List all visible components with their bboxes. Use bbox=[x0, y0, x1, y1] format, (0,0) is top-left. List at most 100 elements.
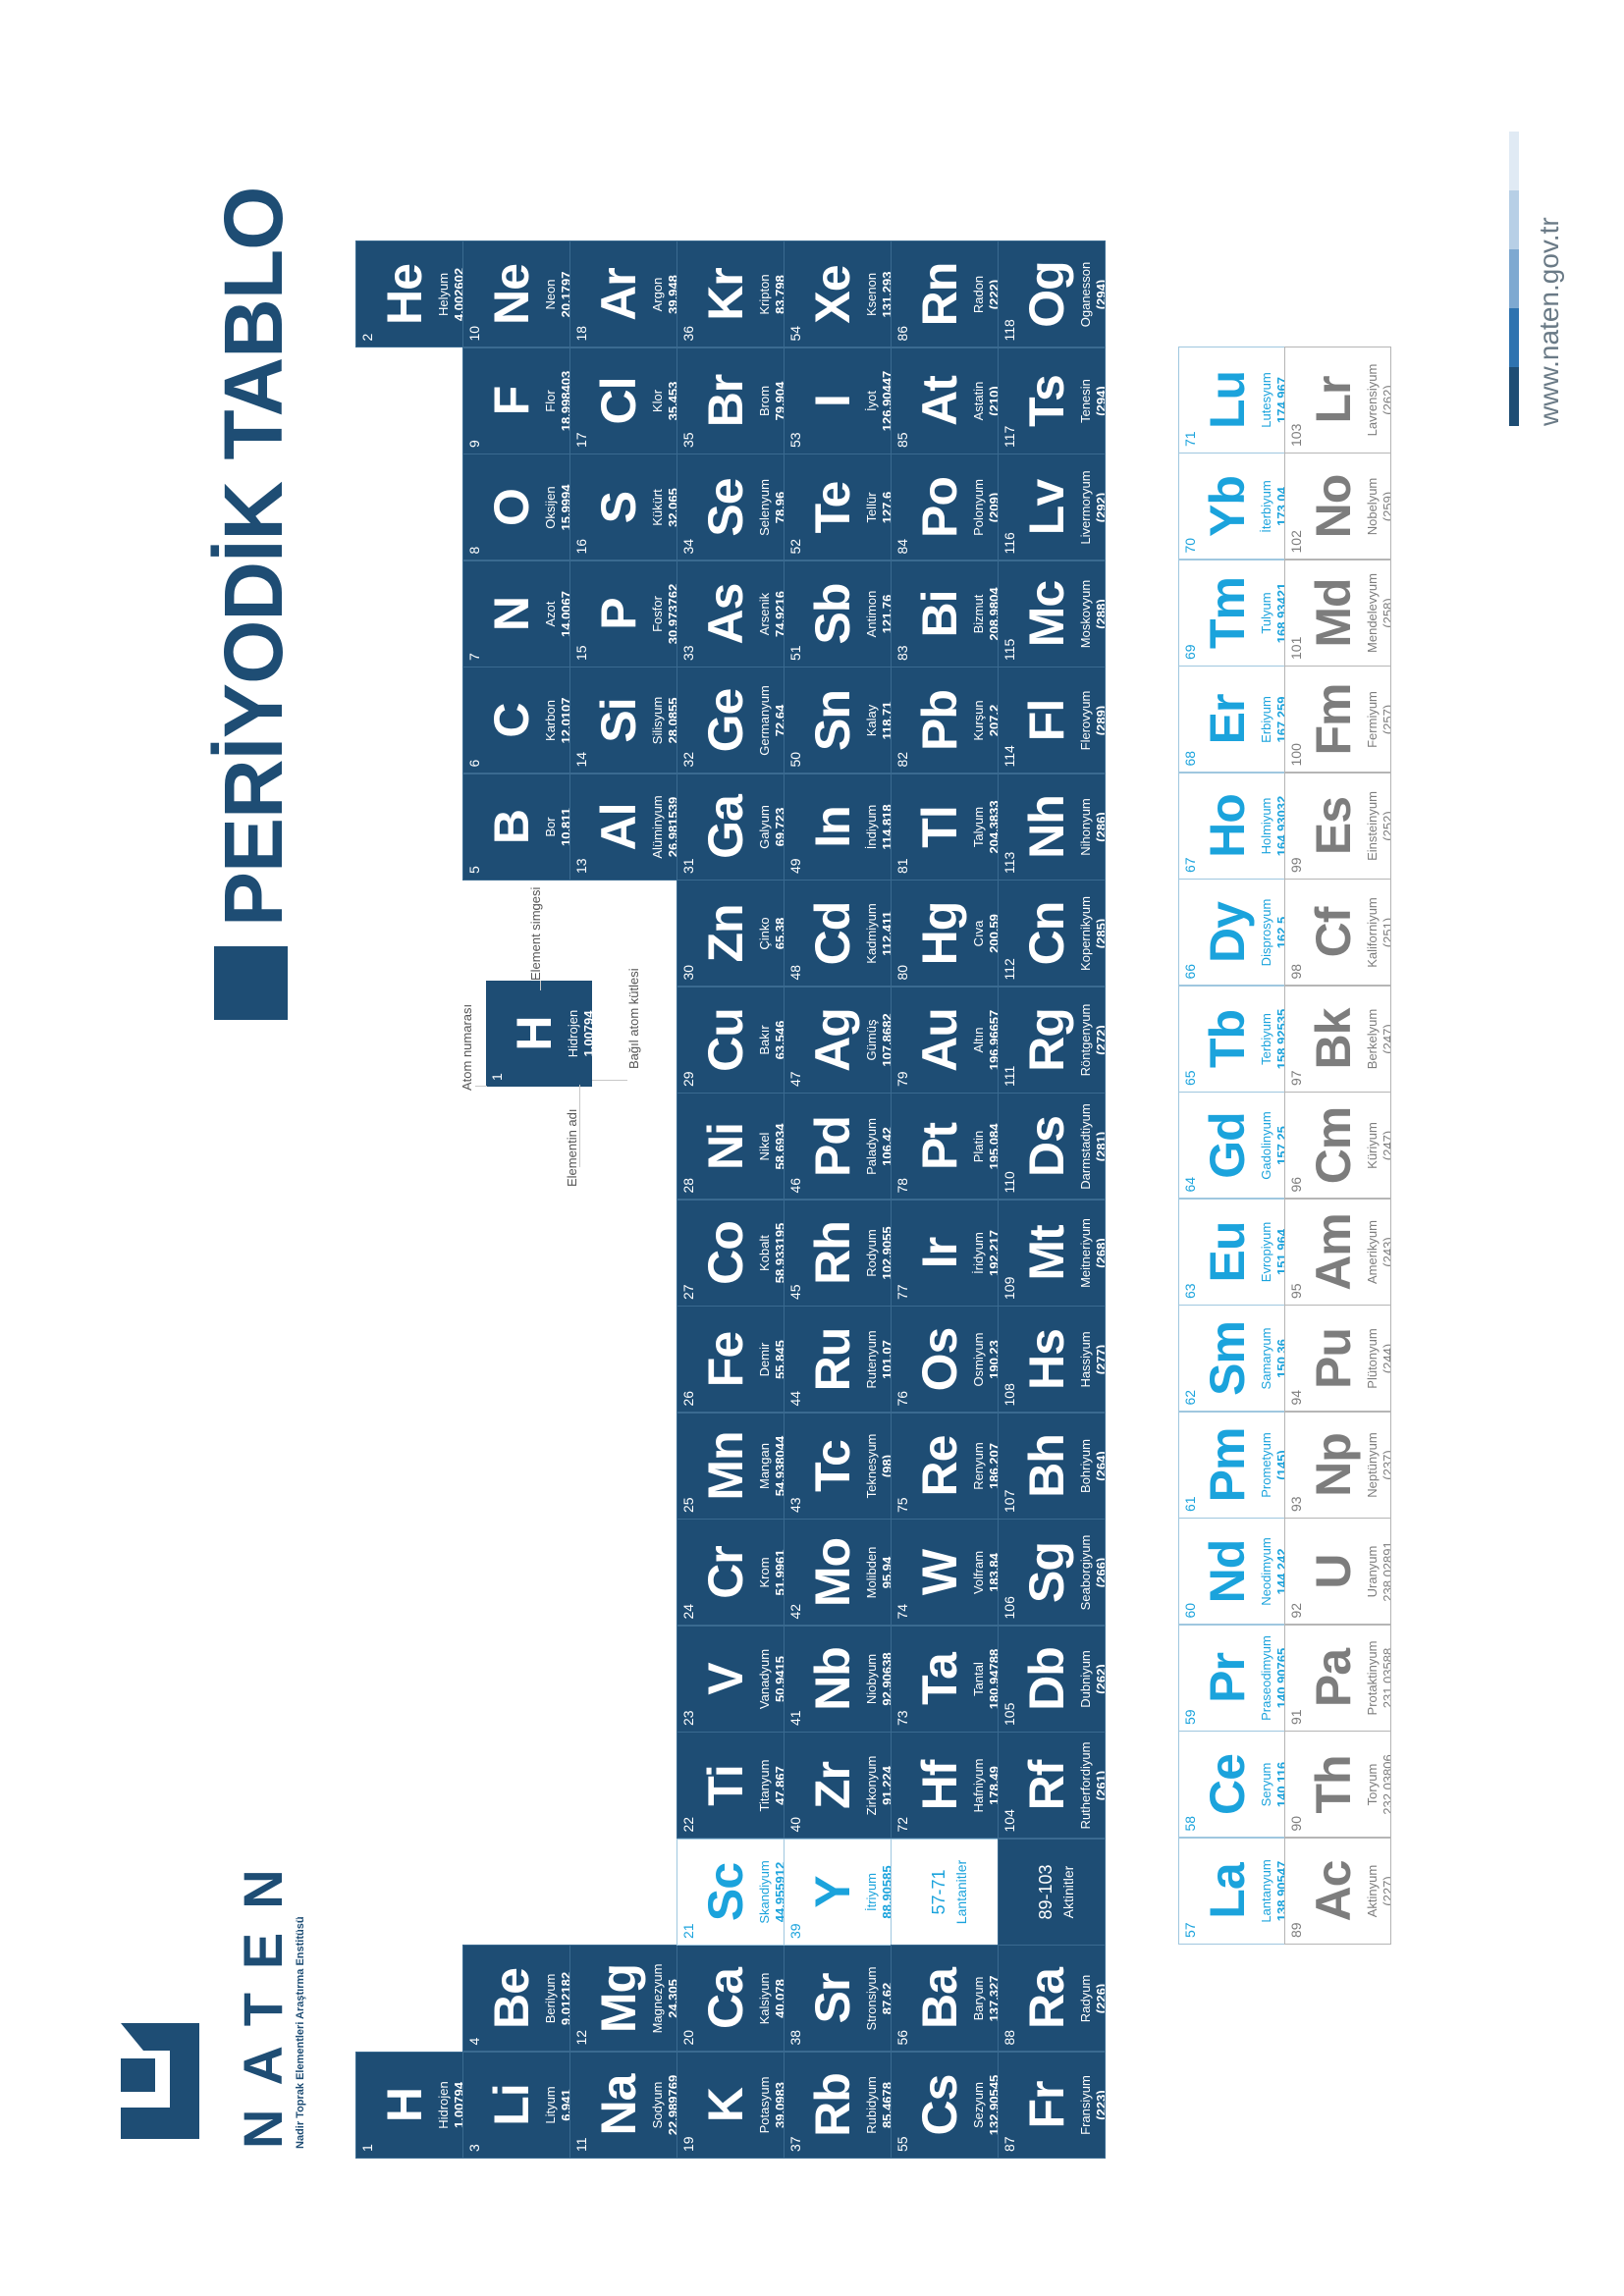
atomic-number: 42 bbox=[787, 1603, 803, 1620]
atomic-number: 118 bbox=[1001, 319, 1017, 342]
atomic-number: 59 bbox=[1182, 1709, 1198, 1725]
element-name: Platin bbox=[971, 1130, 986, 1163]
element-name: Krom bbox=[757, 1557, 772, 1588]
atomic-mass: (237) bbox=[1380, 1450, 1391, 1480]
atomic-mass: (244) bbox=[1380, 1343, 1391, 1374]
element-name: Talyum bbox=[971, 806, 986, 848]
element-name: Aktinyum bbox=[1365, 1864, 1380, 1918]
element-name: Alüminyum bbox=[650, 795, 665, 859]
element-name: Demir bbox=[757, 1342, 772, 1377]
atomic-mass: (294) bbox=[1094, 279, 1106, 310]
atomic-number: 19 bbox=[680, 2136, 696, 2152]
element-name: Rutherfordiyum bbox=[1078, 1741, 1093, 1830]
atomic-number: 112 bbox=[1001, 958, 1017, 981]
atomic-number: 49 bbox=[787, 858, 803, 874]
atomic-mass: 79,904 bbox=[773, 381, 785, 421]
element-symbol: Bh bbox=[1019, 1434, 1074, 1498]
atomic-number: 46 bbox=[787, 1177, 803, 1194]
atomic-number: 32 bbox=[680, 751, 696, 768]
atomic-mass: (261) bbox=[1094, 1770, 1106, 1801]
atomic-number: 96 bbox=[1288, 1176, 1304, 1193]
element-symbol: Co bbox=[698, 1221, 753, 1285]
atomic-number: 13 bbox=[573, 858, 589, 874]
element-name: Kurşun bbox=[971, 700, 986, 741]
element-symbol: Au bbox=[912, 1008, 967, 1072]
atomic-number: 15 bbox=[573, 645, 589, 661]
atomic-mass: 192,217 bbox=[987, 1230, 999, 1276]
atomic-number: 90 bbox=[1288, 1815, 1304, 1832]
atomic-number: 97 bbox=[1288, 1070, 1304, 1086]
atomic-number: 63 bbox=[1182, 1283, 1198, 1299]
element-symbol: Pd bbox=[805, 1116, 860, 1177]
atomic-mass: 72,64 bbox=[773, 704, 785, 737]
element-symbol: Db bbox=[1019, 1647, 1074, 1711]
atomic-number: 74 bbox=[894, 1603, 910, 1620]
element-name: Oganesson bbox=[1078, 261, 1093, 328]
element-symbol: Ni bbox=[698, 1123, 753, 1170]
element-symbol: Mc bbox=[1019, 580, 1074, 648]
atomic-mass: 118,71 bbox=[880, 701, 892, 740]
atomic-number: 82 bbox=[894, 751, 910, 768]
element-symbol: Zr bbox=[805, 1762, 860, 1809]
atomic-number: 110 bbox=[1001, 1171, 1017, 1194]
atomic-mass: 12,0107 bbox=[559, 697, 570, 744]
atomic-number: 11 bbox=[573, 2137, 589, 2152]
atomic-mass: 196,96657 bbox=[987, 1009, 999, 1071]
atomic-number: 91 bbox=[1288, 1709, 1304, 1725]
element-symbol: Sb bbox=[805, 583, 860, 645]
atomic-mass: 112,411 bbox=[880, 911, 892, 956]
element-symbol: Ti bbox=[698, 1765, 753, 1806]
element-symbol: Ts bbox=[1019, 375, 1074, 427]
atomic-number: 36 bbox=[680, 325, 696, 342]
element-name: Amerikyum bbox=[1365, 1220, 1380, 1285]
atomic-mass: (209) bbox=[987, 492, 999, 523]
element-symbol: U bbox=[1306, 1554, 1361, 1589]
atomic-mass: 14,0067 bbox=[559, 591, 570, 637]
element-symbol: Re bbox=[912, 1435, 967, 1497]
element-symbol: Md bbox=[1306, 578, 1361, 648]
atomic-number: 57 bbox=[1182, 1922, 1198, 1938]
atomic-mass: 26,981539 bbox=[666, 796, 677, 858]
atomic-mass: 78,96 bbox=[773, 491, 785, 524]
atomic-number: 71 bbox=[1182, 431, 1198, 447]
atomic-mass: 200,59 bbox=[987, 914, 999, 953]
atomic-number: 103 bbox=[1288, 423, 1304, 447]
element-symbol: Pm bbox=[1200, 1427, 1255, 1503]
atomic-number: 54 bbox=[787, 325, 803, 342]
element-symbol: Tc bbox=[805, 1440, 860, 1492]
atomic-number: 16 bbox=[573, 538, 589, 555]
atomic-number: 18 bbox=[573, 325, 589, 342]
element-symbol: At bbox=[912, 376, 967, 426]
element-name: Rodyum bbox=[864, 1229, 879, 1277]
element-symbol: Bi bbox=[912, 590, 967, 638]
atomic-number: 109 bbox=[1001, 1276, 1017, 1300]
atomic-number: 8 bbox=[466, 546, 482, 555]
element-name: Bor bbox=[543, 817, 558, 837]
atomic-mass: 55,845 bbox=[773, 1340, 785, 1379]
atomic-number: 9 bbox=[466, 440, 482, 448]
element-symbol: Ra bbox=[1019, 1968, 1074, 2029]
element-symbol: S bbox=[591, 491, 646, 524]
element-symbol: Sc bbox=[698, 1862, 753, 1922]
atomic-mass: 83,798 bbox=[773, 275, 785, 314]
atomic-number: 25 bbox=[680, 1497, 696, 1513]
